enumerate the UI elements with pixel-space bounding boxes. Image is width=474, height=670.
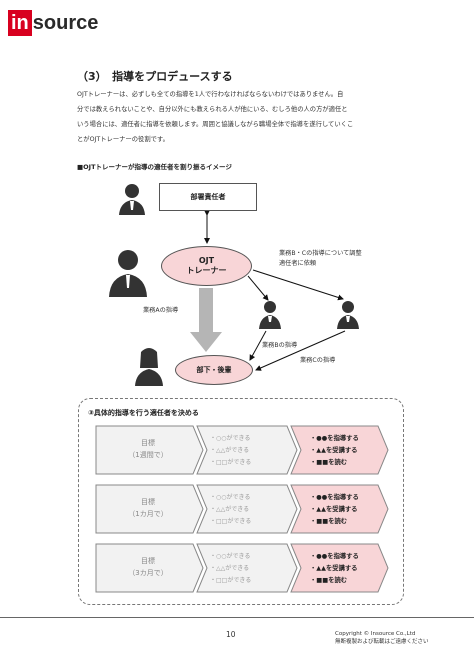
footer-divider [0, 617, 474, 618]
goal-period-label: 目標 （1週間で） [113, 437, 183, 461]
action-item: ・▲▲を受講する [310, 565, 358, 572]
logo-wordmark: source [32, 12, 99, 34]
ability-item: ・△△ができる [210, 447, 250, 454]
goal-label-line: （1週間で） [128, 451, 168, 459]
ojt-trainer-ellipse: OJT トレーナー [161, 246, 252, 286]
action-item: ・▲▲を受講する [310, 447, 358, 454]
staff-c-person-icon [337, 301, 359, 329]
goal-label-line: 目標 [141, 498, 155, 506]
goal-label-line: （3カ月で） [128, 569, 168, 577]
task-a-note: 業務Aの指導 [143, 307, 179, 314]
subordinate-person-icon [135, 348, 163, 386]
goal-label-line: 目標 [141, 557, 155, 565]
trainer-label: トレーナー [186, 266, 227, 275]
goal-row: 目標 （1週間で） ・○○ができる ・△△ができる ・□□ができる ・●●を指導… [95, 425, 389, 475]
goals-title: ③具体的指導を行う適任者を決める [88, 409, 199, 417]
ability-item: ・□□ができる [210, 518, 252, 525]
task-b-note: 業務Bの指導 [262, 342, 298, 349]
goal-row-chevrons [95, 484, 389, 534]
request-note: 業務B・Cの指導について調整 適任者に依頼 [279, 249, 362, 269]
ojt-label: OJT [198, 256, 215, 265]
staff-c-to-subordinate-arrow [255, 330, 346, 371]
goal-row-chevrons [95, 425, 389, 475]
manager-box: 部署責任者 [159, 183, 257, 211]
ability-item: ・□□ができる [210, 459, 252, 466]
trainer-person-icon [109, 250, 147, 297]
goals-frame [78, 398, 404, 605]
goal-actions: ・●●を指導する ・▲▲を受講する ・■■を読む [310, 433, 359, 469]
action-item: ・■■を読む [310, 577, 348, 584]
request-note-line: 適任者に依頼 [279, 260, 317, 267]
action-item: ・■■を読む [310, 459, 348, 466]
body-line: OJTトレーナーは、必ずしも全ての指導を1人で行わなければならないわけではありま… [77, 91, 344, 98]
action-item: ・▲▲を受講する [310, 506, 358, 513]
body-paragraph: OJTトレーナーは、必ずしも全ての指導を1人で行わなければならないわけではありま… [77, 87, 402, 147]
page-number: 10 [226, 630, 236, 639]
copyright-notice: Copyright © Insource Co.,Ltd 無断複製および転載はご… [335, 630, 429, 646]
action-item: ・●●を指導する [310, 435, 359, 442]
ability-item: ・△△ができる [210, 506, 250, 513]
action-item: ・●●を指導する [310, 553, 359, 560]
section-title: （3） 指導をプロデュースする [77, 70, 233, 83]
goal-abilities: ・○○ができる ・△△ができる ・□□ができる [210, 433, 251, 469]
staff-b-person-icon [259, 301, 281, 329]
ojt-to-subordinate-arrow [190, 288, 222, 352]
staff-b-to-subordinate-arrow [249, 330, 267, 361]
goal-period-label: 目標 （1カ月で） [113, 496, 183, 520]
body-line: いう場合には、適任者に指導を依頼します。周囲と協議しながら職場全体で指導を遂行し… [77, 121, 354, 128]
task-c-note: 業務Cの指導 [300, 357, 336, 364]
ojt-to-staff-c-arrow [252, 269, 344, 301]
goal-period-label: 目標 （3カ月で） [113, 555, 183, 579]
goal-label-line: 目標 [141, 439, 155, 447]
manager-person-icon [119, 184, 145, 215]
goal-label-line: （1カ月で） [128, 510, 168, 518]
copyright-line: Copyright © Insource Co.,Ltd [335, 631, 416, 637]
ability-item: ・△△ができる [210, 565, 250, 572]
goal-row: 目標 （3カ月で） ・○○ができる ・△△ができる ・□□ができる ・●●を指導… [95, 543, 389, 593]
goal-actions: ・●●を指導する ・▲▲を受講する ・■■を読む [310, 551, 359, 587]
request-note-line: 業務B・Cの指導について調整 [279, 250, 362, 257]
goal-actions: ・●●を指導する ・▲▲を受講する ・■■を読む [310, 492, 359, 528]
logo-mark: in [8, 10, 32, 36]
action-item: ・■■を読む [310, 518, 348, 525]
ability-item: ・□□ができる [210, 577, 252, 584]
action-item: ・●●を指導する [310, 494, 359, 501]
body-line: 分では教えられないことや、自分以外にも教えられる人が他にいる、むしろ他の人の方が… [77, 106, 348, 113]
insource-logo: in source [8, 10, 98, 36]
ojt-to-staff-b-arrow [247, 275, 269, 301]
goal-row-chevrons [95, 543, 389, 593]
body-line: とがOJTトレーナーの役割です。 [77, 136, 169, 143]
ability-item: ・○○ができる [210, 553, 251, 560]
ability-item: ・○○ができる [210, 435, 251, 442]
ability-item: ・○○ができる [210, 494, 251, 501]
copyright-line: 無断複製および転載はご遠慮ください [335, 639, 429, 645]
goal-abilities: ・○○ができる ・△△ができる ・□□ができる [210, 492, 251, 528]
goal-row: 目標 （1カ月で） ・○○ができる ・△△ができる ・□□ができる ・●●を指導… [95, 484, 389, 534]
diagram-caption: ■OJTトレーナーが指導の適任者を割り振るイメージ [77, 163, 232, 171]
subordinate-ellipse: 部下・後輩 [175, 355, 253, 385]
goal-abilities: ・○○ができる ・△△ができる ・□□ができる [210, 551, 251, 587]
